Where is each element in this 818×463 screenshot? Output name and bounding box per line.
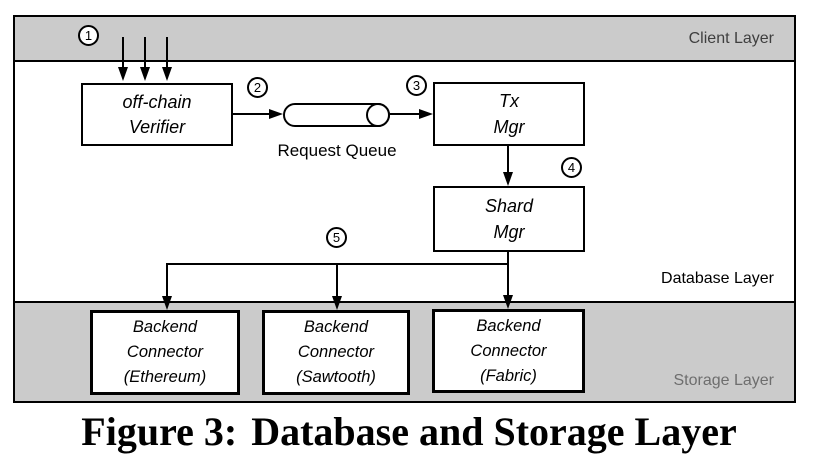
backend-connector-sawtooth-node: Backend Connector (Sawtooth): [262, 310, 410, 395]
step-marker-3: 3: [406, 75, 427, 96]
tx-mgr-node: Tx Mgr: [433, 82, 585, 146]
step-marker-4: 4: [561, 157, 582, 178]
step-marker-4-text: 4: [567, 160, 576, 175]
offchain-verifier-label-line1: off-chain: [122, 91, 192, 112]
shard-mgr-label-line1: Shard: [484, 196, 534, 216]
step-marker-5-text: 5: [332, 230, 341, 245]
figure-caption-title: Database and Storage Layer: [251, 409, 737, 454]
figure-caption: Figure 3: Database and Storage Layer: [0, 407, 818, 457]
step-marker-2-text: 2: [253, 80, 262, 95]
figure-caption-number: Figure 3:: [81, 409, 238, 454]
step-marker-2: 2: [247, 77, 268, 98]
offchain-verifier-node: off-chain Verifier: [81, 83, 233, 146]
request-queue-label-line1: Request: [277, 141, 341, 160]
step-marker-5: 5: [326, 227, 347, 248]
request-queue-label: Request Queue: [277, 139, 397, 162]
backend-ethereum-line1: Backend: [132, 318, 198, 336]
backend-sawtooth-line3: (Sawtooth): [296, 368, 376, 386]
shard-mgr-label-line2: Mgr: [493, 222, 525, 242]
request-queue-endcap: [366, 103, 390, 127]
step-marker-1: 1: [78, 25, 99, 46]
step-marker-3-text: 3: [412, 78, 421, 93]
shard-mgr-node: Shard Mgr: [433, 186, 585, 252]
backend-fabric-line2: Connector: [470, 341, 547, 360]
request-queue-label-line2: Queue: [345, 141, 397, 160]
client-layer-label: Client Layer: [688, 30, 774, 47]
tx-mgr-label-line2: Mgr: [493, 117, 525, 137]
offchain-verifier-label-line2: Verifier: [128, 116, 186, 137]
backend-connector-ethereum-node: Backend Connector (Ethereum): [90, 310, 240, 395]
step-marker-1-text: 1: [84, 28, 93, 43]
storage-layer-label: Storage Layer: [673, 372, 774, 389]
backend-fabric-line3: (Fabric): [480, 366, 537, 385]
tx-mgr-label-line1: Tx: [499, 91, 519, 111]
backend-sawtooth-line2: Connector: [297, 343, 375, 361]
backend-ethereum-line2: Connector: [126, 343, 204, 361]
backend-ethereum-line3: (Ethereum): [123, 368, 207, 386]
backend-sawtooth-line1: Backend: [303, 318, 369, 336]
backend-fabric-line1: Backend: [476, 316, 541, 335]
client-layer-band: [13, 15, 796, 62]
backend-connector-fabric-node: Backend Connector (Fabric): [432, 309, 585, 393]
database-layer-label: Database Layer: [661, 270, 774, 287]
